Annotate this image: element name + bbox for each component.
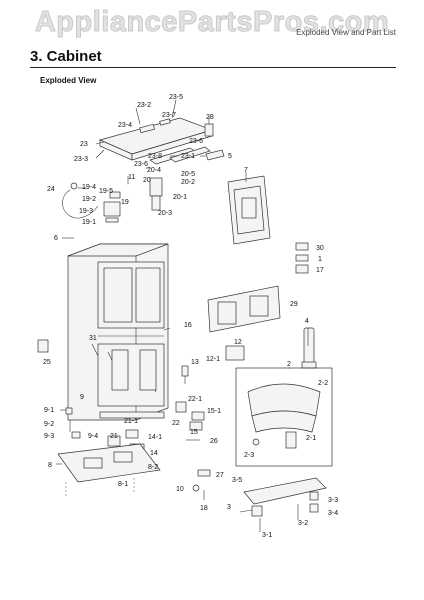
callout-8-2: 8-2 [148, 464, 158, 471]
leader-lines [56, 99, 309, 513]
callout-12-1: 12-1 [206, 356, 220, 363]
cabinet-body [67, 243, 169, 421]
callout-23-5: 23-5 [169, 94, 183, 101]
callout-4: 4 [305, 318, 309, 325]
callout-23-7: 23-7 [162, 112, 176, 119]
callout-22-1: 22-1 [188, 396, 202, 403]
callout-14-1: 14-1 [148, 434, 162, 441]
callout-5: 5 [228, 153, 232, 160]
callout-20-2: 20-2 [181, 179, 195, 186]
callout-9: 9 [80, 394, 84, 401]
hinge-parts [103, 167, 163, 223]
callout-3-2: 3-2 [298, 520, 308, 527]
callout-16: 16 [184, 322, 192, 329]
callout-2: 2 [287, 361, 291, 368]
callout-1: 1 [318, 256, 322, 263]
callout-23-6a: 23-6 [189, 138, 203, 145]
callout-19-3: 19-3 [79, 208, 93, 215]
base-cover [57, 443, 161, 496]
callout-18: 18 [200, 505, 208, 512]
callout-15-1: 15-1 [207, 408, 221, 415]
side-parts [295, 242, 309, 274]
callout-7: 7 [244, 167, 248, 174]
callout-27: 27 [216, 472, 224, 479]
watermark: AppliancePartsPros.com [34, 6, 390, 39]
callout-15: 15 [190, 429, 198, 436]
callout-3-4: 3-4 [328, 510, 338, 517]
misc-parts [37, 339, 245, 384]
callout-8-1: 8-1 [118, 481, 128, 488]
callout-20-4: 20-4 [147, 167, 161, 174]
callout-12: 12 [234, 339, 242, 346]
callout-2-1: 2-1 [306, 435, 316, 442]
callout-3-5: 3-5 [232, 477, 242, 484]
callout-30: 30 [316, 245, 324, 252]
bottom-hinge-assembly [192, 469, 327, 532]
dispenser-cover [227, 175, 271, 245]
callout-20-1: 20-1 [173, 194, 187, 201]
callout-23-1: 23-1 [181, 153, 195, 160]
callout-17: 17 [316, 267, 324, 274]
callout-19-1: 19-1 [82, 219, 96, 226]
callout-21-1: 21-1 [124, 418, 138, 425]
callout-23-8: 23-8 [148, 153, 162, 160]
callout-21: 21 [110, 433, 118, 440]
callout-29: 29 [290, 301, 298, 308]
callout-9-3: 9-3 [44, 433, 54, 440]
callout-3-3: 3-3 [328, 497, 338, 504]
callout-8: 8 [48, 462, 52, 469]
callout-19: 19 [121, 199, 129, 206]
callout-23-2: 23-2 [137, 102, 151, 109]
callout-25: 25 [43, 359, 51, 366]
callout-23: 23 [80, 141, 88, 148]
header-note: Exploded View and Part List [296, 28, 396, 37]
callout-3-1: 3-1 [262, 532, 272, 539]
callout-6: 6 [54, 235, 58, 242]
callout-9-4: 9-4 [88, 433, 98, 440]
callout-9-2: 9-2 [44, 421, 54, 428]
callout-19-5: 19-5 [99, 188, 113, 195]
callout-labels: 23-5 23-2 23-7 28 23-4 23 23-6 23-3 23-8… [43, 94, 338, 539]
callout-20-3: 20-3 [158, 210, 172, 217]
callout-23-6b: 23-6 [134, 161, 148, 168]
callout-11: 11 [128, 174, 135, 181]
callout-23-4: 23-4 [118, 122, 132, 129]
diagram-subtitle: Exploded View [40, 76, 97, 85]
callout-20: 20 [143, 177, 151, 184]
callout-10: 10 [176, 486, 184, 493]
callout-13: 13 [191, 359, 199, 366]
callout-2-2: 2-2 [318, 380, 328, 387]
callout-9-1: 9-1 [44, 407, 54, 414]
ice-panel [207, 285, 281, 333]
title-rule [30, 67, 396, 68]
callout-26: 26 [210, 438, 218, 445]
callout-22: 22 [172, 420, 180, 427]
water-filter [301, 327, 317, 369]
drawer-assembly [235, 367, 333, 467]
callout-24: 24 [47, 186, 55, 193]
callout-23-3: 23-3 [74, 156, 88, 163]
callout-31: 31 [89, 335, 97, 342]
callout-3: 3 [227, 504, 231, 511]
callout-28: 28 [206, 114, 214, 121]
callout-19-2: 19-2 [82, 196, 96, 203]
page-title: 3. Cabinet [30, 48, 102, 65]
callout-20-5: 20-5 [181, 171, 195, 178]
callout-14: 14 [150, 450, 158, 457]
callout-19-4: 19-4 [82, 184, 96, 191]
callout-2-3: 2-3 [244, 452, 254, 459]
water-line [62, 182, 99, 219]
